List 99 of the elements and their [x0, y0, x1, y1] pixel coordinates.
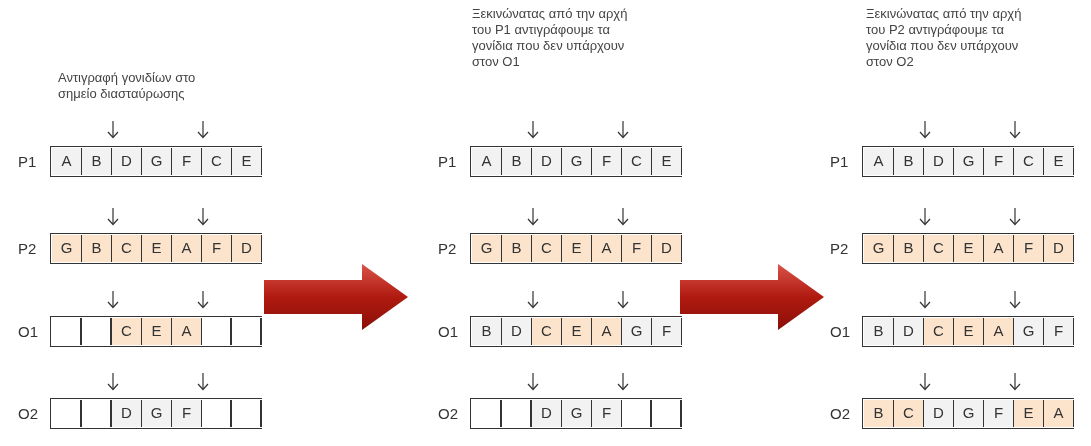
gene-cell: C: [532, 235, 562, 262]
gene-cell: C: [1014, 148, 1044, 175]
gene-cell: A: [864, 148, 894, 175]
gene-cell: D: [232, 235, 262, 262]
gene-cell: B: [894, 235, 924, 262]
gene-cell: D: [924, 400, 954, 427]
row-label: O1: [830, 323, 850, 341]
gene-cell: B: [894, 148, 924, 175]
gene-cell: G: [954, 148, 984, 175]
gene-cell: G: [1014, 318, 1044, 345]
gene-row: [470, 398, 682, 429]
gene-cell: C: [532, 318, 562, 345]
gene-row: [862, 146, 1074, 177]
gene-cell: E: [1044, 148, 1074, 175]
gene-cell: G: [142, 148, 172, 175]
gene-cell: C: [112, 318, 142, 345]
caption-text: Ξεκινώνατας από την αρχή του P1 αντιγράφουμε τα γονίδια που δεν υπάρχουν στον O1: [472, 6, 629, 70]
gene-cell: D: [1044, 235, 1074, 262]
gene-cell: A: [1044, 400, 1074, 427]
gene-cell: B: [82, 235, 112, 262]
row-label: P1: [830, 153, 849, 171]
gene-row: [862, 233, 1074, 264]
row-label: O2: [18, 405, 38, 423]
caption-text: Ξεκινώνατας από την αρχή του P2 αντιγράφουμε τα γονίδια που δεν υπάρχουν στον O2: [866, 6, 1023, 70]
row-label: O1: [438, 323, 458, 341]
gene-cell: G: [954, 400, 984, 427]
gene-cell: F: [172, 400, 202, 427]
gene-cell: F: [1014, 235, 1044, 262]
gene-cell: G: [864, 235, 894, 262]
gene-cell: A: [592, 235, 622, 262]
gene-cell: E: [142, 235, 172, 262]
gene-cell: F: [172, 148, 202, 175]
gene-cell: D: [924, 148, 954, 175]
gene-cell: F: [652, 318, 682, 345]
gene-row: [862, 398, 1074, 429]
gene-cell: E: [652, 148, 682, 175]
gene-row: [50, 398, 262, 429]
gene-cell: A: [172, 235, 202, 262]
gene-cell: C: [894, 400, 924, 427]
gene-cell: G: [142, 400, 172, 427]
gene-cell: G: [52, 235, 82, 262]
row-label: P2: [18, 240, 37, 258]
gene-cell: A: [172, 318, 202, 345]
gene-cell: A: [52, 148, 82, 175]
gene-cell: E: [232, 148, 262, 175]
gene-cell: A: [984, 318, 1014, 345]
gene-cell: B: [502, 235, 532, 262]
row-label: P1: [18, 153, 37, 171]
gene-cell: D: [112, 400, 142, 427]
gene-cell: C: [924, 318, 954, 345]
gene-cell: C: [622, 148, 652, 175]
gene-cell: D: [532, 400, 562, 427]
gene-cell: F: [202, 235, 232, 262]
gene-cell: A: [472, 148, 502, 175]
gene-cell: F: [984, 400, 1014, 427]
gene-row: [470, 146, 682, 177]
gene-cell: F: [1044, 318, 1074, 345]
gene-cell: E: [562, 235, 592, 262]
row-label: P2: [830, 240, 849, 258]
gene-cell: B: [472, 318, 502, 345]
gene-cell: D: [894, 318, 924, 345]
gene-cell: B: [82, 148, 112, 175]
gene-cell: A: [984, 235, 1014, 262]
gene-cell: G: [562, 400, 592, 427]
gene-row: [470, 316, 682, 347]
gene-cell: C: [112, 235, 142, 262]
gene-cell: C: [924, 235, 954, 262]
gene-cell: A: [592, 318, 622, 345]
row-label: O2: [830, 405, 850, 423]
gene-cell: F: [592, 148, 622, 175]
gene-row: [470, 233, 682, 264]
gene-cell: F: [984, 148, 1014, 175]
gene-cell: F: [592, 400, 622, 427]
gene-cell: B: [864, 400, 894, 427]
row-label: O1: [18, 323, 38, 341]
gene-cell: B: [864, 318, 894, 345]
gene-cell: E: [1014, 400, 1044, 427]
gene-cell: E: [954, 235, 984, 262]
row-label: P2: [438, 240, 457, 258]
gene-cell: F: [622, 235, 652, 262]
gene-row: [50, 233, 262, 264]
gene-cell: G: [562, 148, 592, 175]
gene-cell: E: [142, 318, 172, 345]
gene-row: [862, 316, 1074, 347]
row-label: O2: [438, 405, 458, 423]
gene-cell: E: [954, 318, 984, 345]
row-label: P1: [438, 153, 457, 171]
gene-cell: B: [502, 148, 532, 175]
caption-text: Αντιγραφή γονιδίων στο σημείο διασταύρωσης: [58, 70, 197, 102]
gene-row: [50, 146, 262, 177]
gene-cell: D: [652, 235, 682, 262]
gene-cell: D: [532, 148, 562, 175]
gene-row: [50, 316, 262, 347]
gene-cell: C: [202, 148, 232, 175]
gene-cell: D: [112, 148, 142, 175]
gene-cell: G: [622, 318, 652, 345]
gene-cell: G: [472, 235, 502, 262]
gene-cell: D: [502, 318, 532, 345]
gene-cell: E: [562, 318, 592, 345]
